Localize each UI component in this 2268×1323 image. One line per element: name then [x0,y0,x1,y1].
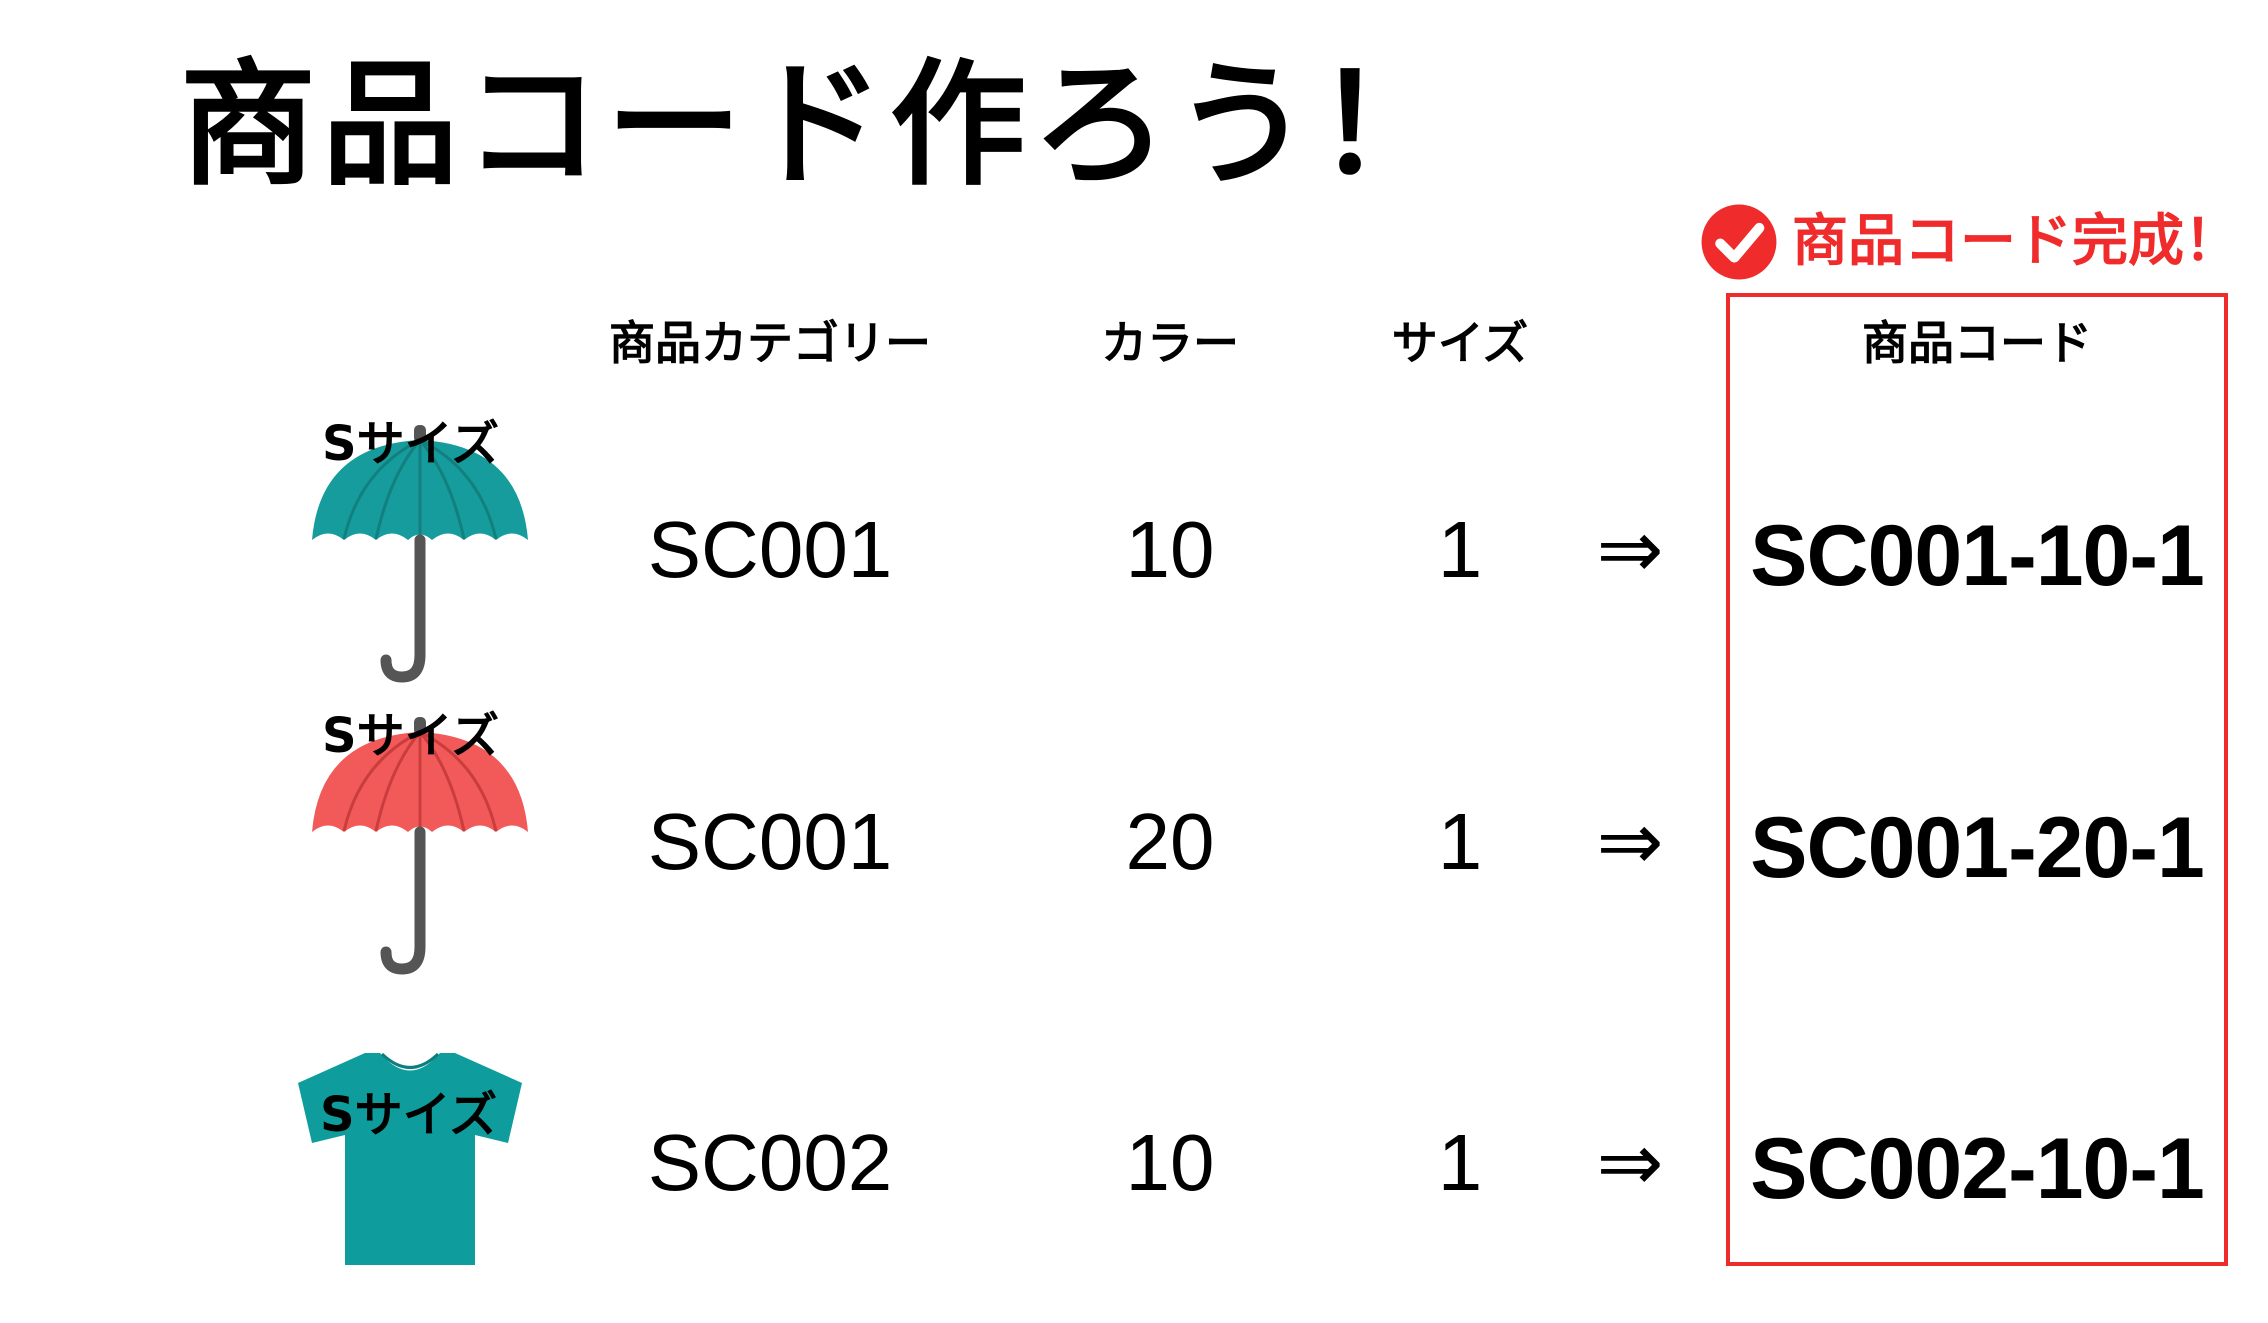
table-row: Sサイズ SC001 20 1 ⇒ SC001-20-1 [0,712,2268,975]
page-title: 商品コード作ろう！ [180,47,1458,205]
table-row: Sサイズ SC002 10 1 ⇒ SC002-10-1 [0,1052,2268,1265]
check-circle-icon [1701,204,1777,280]
arrow-icon: ⇒ [1596,1116,1664,1209]
color-value: 20 [1125,797,1215,886]
size-value: 1 [1437,1118,1483,1207]
size-label: Sサイズ [320,1087,498,1143]
umbrella-icon [312,717,528,975]
size-value: 1 [1437,797,1483,886]
arrow-icon: ⇒ [1596,503,1664,596]
tshirt-icon [298,1052,522,1265]
arrow-icon: ⇒ [1596,795,1664,888]
umbrella-icon [312,425,528,683]
category-value: SC001 [647,505,893,594]
header-color: カラー [1101,316,1239,370]
table-row: Sサイズ SC001 10 1 ⇒ SC001-10-1 [0,420,2268,683]
color-value: 10 [1125,1118,1215,1207]
size-label: Sサイズ [322,416,500,472]
category-value: SC002 [647,1118,893,1207]
size-label: Sサイズ [322,708,500,764]
header-size: サイズ [1391,316,1529,370]
size-value: 1 [1437,505,1483,594]
header-category: 商品カテゴリー [609,316,931,370]
product-code-value: SC002-10-1 [1750,1121,2205,1217]
category-value: SC001 [647,797,893,886]
product-code-value: SC001-20-1 [1750,800,2205,896]
completion-label: 商品コード完成！ [1792,209,2240,274]
header-product-code: 商品コード [1862,316,2092,370]
product-code-value: SC001-10-1 [1750,508,2205,604]
color-value: 10 [1125,505,1215,594]
completion-badge: 商品コード完成！ [1700,200,2240,284]
product-code-highlight-box [1726,293,2228,1266]
